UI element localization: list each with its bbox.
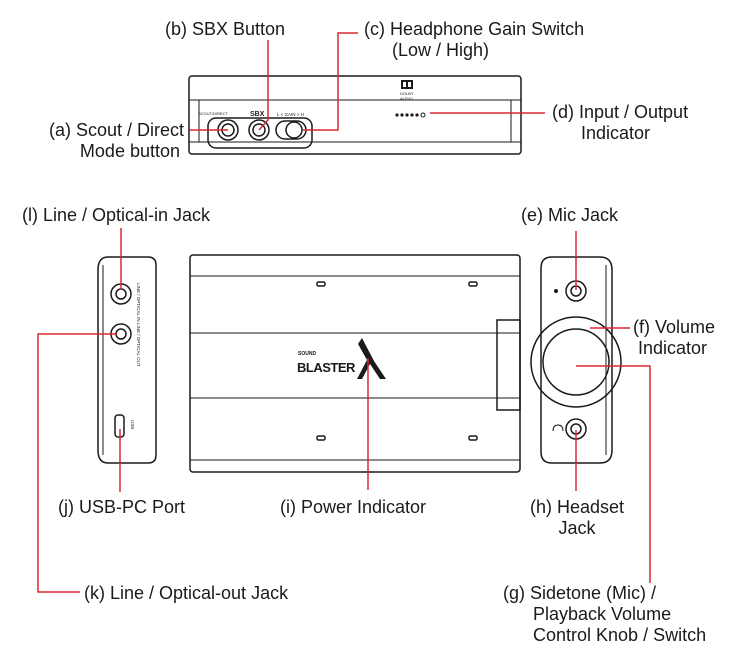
callout-line-g [576,365,651,583]
logo-x-mark [357,338,386,379]
label-a-line1: (a) Scout / Direct [48,120,184,140]
label-e: (e) Mic Jack [521,205,618,226]
label-e-text: (e) Mic Jack [521,205,619,225]
label-f-line2: Indicator [638,338,708,358]
gain-switch-shape [275,120,307,140]
right-side-device [540,256,613,464]
callout-line-c [303,32,358,131]
line-in-marking: LINE / OPTICAL IN [136,283,141,322]
label-j: (j) USB-PC Port [58,497,185,518]
label-g: (g) Sidetone (Mic) / Playback Volume Con… [503,583,706,646]
sbx-marking: SBX [250,111,265,118]
label-l: (l) Line / Optical-in Jack [22,205,210,226]
line-out-marking: LINE / OPTICAL OUT [136,323,141,367]
label-h-line2: Jack [558,518,596,538]
label-b: (b) SBX Button [165,19,285,40]
io-indicator-dots [395,112,426,118]
label-a: (a) Scout / Direct Mode button [14,120,184,162]
label-k: (k) Line / Optical-out Jack [84,583,288,604]
headset-jack-symbol [552,424,564,432]
dolby-logo: DOLBY AUDIO [400,80,414,101]
sbx-button-shape [248,119,270,141]
mic-jack-symbol [554,289,558,293]
soundblasterx-logo: SOUND BLASTER [297,338,386,379]
label-d: (d) Input / Output Indicator [552,102,688,144]
label-c-line1: (c) Headphone Gain Switch [364,19,585,39]
scout-marking: SCOUT/DIRECT [198,111,229,116]
label-l-text: (l) Line / Optical-in Jack [22,205,211,225]
top-view-device [188,75,522,155]
logo-sound-marking: SOUND [298,351,316,357]
label-i-text: (i) Power Indicator [280,497,427,517]
center-device-body [189,254,521,473]
gain-marking: L < GAIN > H [277,112,304,117]
volume-knob-shape [530,316,622,408]
label-a-line2: Mode button [79,141,180,161]
logo-blaster-marking: BLASTER [297,360,356,375]
dolby-marking-top: DOLBY [400,91,414,96]
label-b-text: (b) SBX Button [165,19,286,39]
label-f: (f) Volume Indicator [633,317,715,359]
label-f-line1: (f) Volume [633,317,716,337]
callout-line-b [258,40,269,131]
label-g-line1: (g) Sidetone (Mic) / [503,583,657,603]
callout-line-k [37,333,117,593]
label-h: (h) Headset Jack [522,497,632,539]
label-i: (i) Power Indicator [280,497,426,518]
label-d-line1: (d) Input / Output [552,102,689,122]
label-g-line2: Playback Volume [533,604,672,624]
label-c: (c) Headphone Gain Switch (Low / High) [364,19,584,61]
label-c-line2: (Low / High) [392,40,490,60]
label-j-text: (j) USB-PC Port [58,497,186,517]
left-side-device [97,256,157,464]
label-k-text: (k) Line / Optical-out Jack [84,583,289,603]
dolby-marking-bottom: AUDIO [400,96,413,101]
callout-lines [37,32,651,593]
label-g-line3: Control Knob / Switch [533,625,707,645]
label-d-line2: Indicator [581,123,651,143]
usb-marking: USB [130,420,135,429]
label-h-line1: (h) Headset [529,497,625,517]
